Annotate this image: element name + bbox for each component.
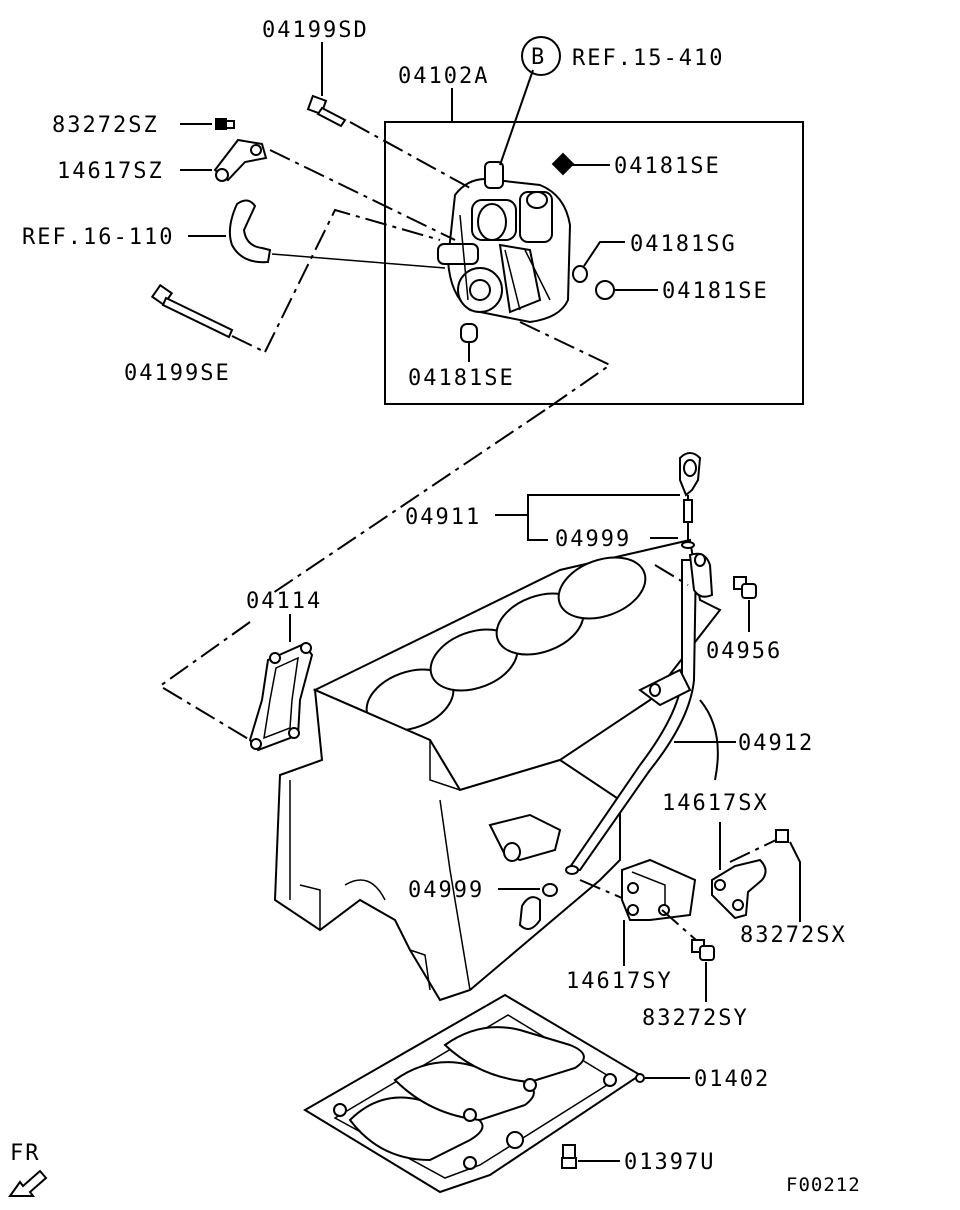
label-04181se-top: 04181SE [614,154,721,179]
figure-code: F00212 [786,1174,861,1196]
label-04911: 04911 [405,505,481,530]
bolt-83272sy [691,939,715,1002]
o-ring-lower [498,883,558,897]
gasket-ring [572,241,625,283]
front-arrow-icon [8,1169,48,1197]
dipstick [679,452,702,545]
label-04912: 04912 [738,731,814,756]
bolt-04199se [150,283,234,339]
hose-ref16 [188,199,272,264]
label-14617sy: 14617SY [566,969,673,994]
label-04199sd: 04199SD [262,18,369,43]
label-01397u: 01397U [624,1150,715,1175]
label-83272sx: 83272SX [740,923,847,948]
label-04181se-right: 04181SE [662,279,769,304]
label-83272sy: 83272SY [642,1006,749,1031]
bracket-14617sx [711,822,767,920]
ref-b-letter: B [531,45,544,70]
gasket-04114 [248,614,314,752]
oil-pan [303,993,645,1194]
drain-bolt [561,1144,620,1169]
bracket-14617sy [621,858,697,966]
dipstick-tube [565,552,714,875]
label-04999-bottom: 04999 [408,878,484,903]
label-fr: FR [10,1141,41,1166]
label-04199se: 04199SE [124,361,231,386]
label-ref16: REF.16-110 [22,225,174,250]
bolt-04956 [733,576,757,632]
engine-block [273,538,722,1002]
bolt-83272sz [180,118,235,130]
label-14617sx: 14617SX [662,791,769,816]
label-04181se-bottom: 04181SE [408,366,515,391]
label-83272sz: 83272SZ [52,113,159,138]
label-ref15: REF.15-410 [572,46,724,71]
label-01402: 01402 [694,1067,770,1092]
label-04102a: 04102A [398,64,489,89]
bracket-14617sz [180,138,268,182]
bolt-04199sd [306,42,347,128]
label-14617sz: 14617SZ [57,159,164,184]
label-04999-top: 04999 [555,527,631,552]
plug-dark [551,152,610,176]
plug-bottom [460,323,478,362]
oil-pump-housing [437,161,572,324]
label-04114: 04114 [246,589,322,614]
ref-b-marker: B [521,36,561,76]
plug-right [595,280,658,300]
label-04956: 04956 [706,639,782,664]
bolt-83272sx [775,829,801,922]
label-04181sg: 04181SG [630,232,737,257]
